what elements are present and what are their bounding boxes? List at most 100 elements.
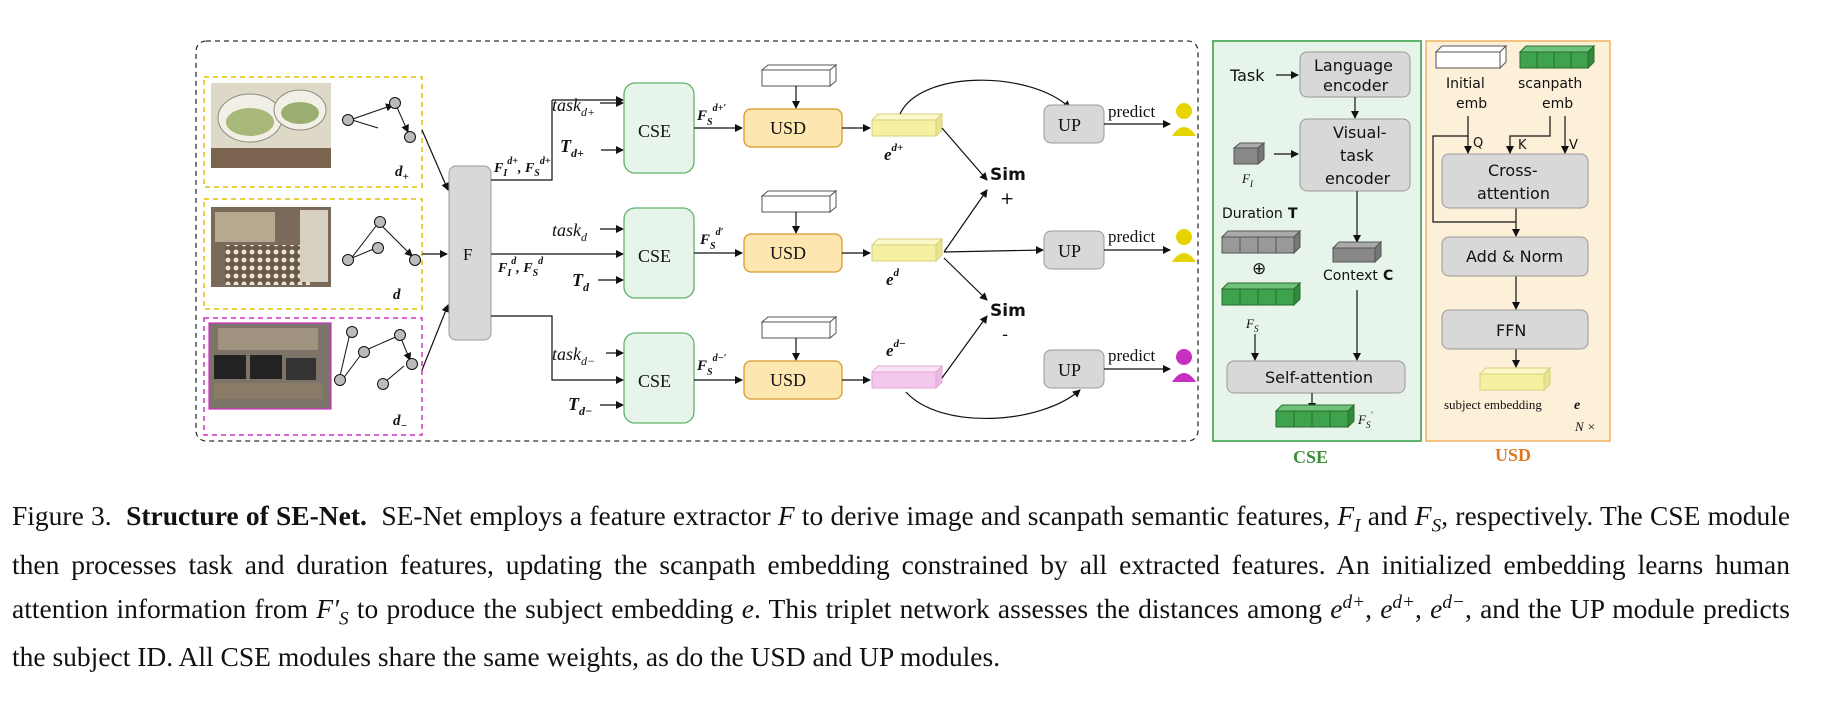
svg-text:UP: UP bbox=[1058, 115, 1081, 135]
caption-figure-number: Figure 3. bbox=[12, 500, 112, 531]
svg-text:Visual-: Visual- bbox=[1333, 123, 1387, 142]
svg-text:UP: UP bbox=[1058, 360, 1081, 380]
svg-text:C: C bbox=[1383, 268, 1393, 284]
label-d-plus: d+ bbox=[395, 164, 409, 183]
svg-text:K: K bbox=[1518, 138, 1527, 153]
svg-text:FFN: FFN bbox=[1496, 321, 1526, 340]
main-frame bbox=[195, 40, 1199, 442]
cse-module-row3: CSE bbox=[623, 332, 695, 424]
svg-text:scanpath: scanpath bbox=[1518, 76, 1582, 92]
svg-text:FI: FI bbox=[1241, 171, 1254, 189]
task-inputs: taskd+ Td+ taskd Td taskd− Td− bbox=[552, 95, 624, 418]
svg-text:FS′: FS′ bbox=[1357, 410, 1373, 430]
svg-text:USD: USD bbox=[770, 118, 806, 138]
usd-module-row3: USD bbox=[743, 315, 843, 400]
caption-title: Structure of SE-Net. bbox=[126, 500, 367, 531]
svg-text:USD: USD bbox=[770, 243, 806, 263]
label-d: d bbox=[393, 287, 401, 303]
triplet-negative: d− bbox=[203, 317, 423, 436]
self-attention bbox=[1226, 360, 1406, 394]
svg-text:ed−: ed− bbox=[886, 338, 906, 360]
svg-text:Task: Task bbox=[1229, 66, 1265, 85]
svg-text:Context: Context bbox=[1323, 268, 1378, 284]
svg-text:Td−: Td− bbox=[568, 394, 592, 418]
svg-text:task: task bbox=[1340, 146, 1374, 165]
svg-text:FSd−′: FSd−′ bbox=[696, 353, 727, 378]
embedding-e-anchor: ed bbox=[870, 237, 944, 289]
svg-text:+: + bbox=[1000, 189, 1014, 209]
svg-text:ed: ed bbox=[886, 267, 900, 289]
svg-text:Duration: Duration bbox=[1222, 206, 1283, 222]
svg-text:FSd+′: FSd+′ bbox=[696, 103, 726, 128]
add-norm bbox=[1441, 236, 1589, 277]
svg-text:CSE: CSE bbox=[638, 246, 671, 266]
embedding-e-minus: ed− bbox=[870, 338, 944, 390]
svg-text:taskd: taskd bbox=[552, 220, 588, 244]
feature-extractor-label: F bbox=[463, 245, 472, 264]
user-icon bbox=[1172, 229, 1196, 262]
svg-text:Td+: Td+ bbox=[560, 136, 584, 160]
svg-text:-: - bbox=[1002, 325, 1008, 345]
svg-text:T: T bbox=[1288, 206, 1298, 222]
up-module-row3: UP bbox=[1043, 349, 1105, 389]
figure-caption: Figure 3. Structure of SE-Net. SE-Net em… bbox=[12, 500, 1791, 673]
svg-text:FSd′: FSd′ bbox=[699, 227, 724, 252]
scanpath-graph bbox=[334, 326, 418, 390]
svg-text:ed+: ed+ bbox=[884, 142, 903, 164]
visual-task-encoder bbox=[1299, 118, 1411, 192]
fs-prime-cubes bbox=[1274, 403, 1356, 429]
svg-text:emb: emb bbox=[1542, 96, 1573, 112]
svg-text:FS: FS bbox=[1245, 316, 1259, 334]
feat-label-anchor: FId, FSd bbox=[497, 256, 544, 279]
svg-text:encoder: encoder bbox=[1325, 169, 1391, 188]
svg-text:Td: Td bbox=[572, 270, 590, 294]
svg-text:V: V bbox=[1569, 138, 1578, 153]
label-d-minus: d− bbox=[393, 413, 407, 432]
sim-minus: Sim bbox=[990, 301, 1026, 321]
sim-plus: Sim bbox=[990, 165, 1026, 185]
svg-text:CSE: CSE bbox=[638, 121, 671, 141]
usd-detail-panel: Initial emb scanpath emb Q K V Cross- at… bbox=[1425, 40, 1611, 442]
svg-text:emb: emb bbox=[1456, 96, 1487, 112]
svg-text:encoder: encoder bbox=[1323, 76, 1389, 95]
usd-module-row2: USD bbox=[743, 189, 843, 273]
cross-attention bbox=[1441, 153, 1589, 209]
cse-panel-title: CSE bbox=[1293, 447, 1328, 467]
svg-text:predict: predict bbox=[1108, 102, 1155, 121]
svg-text:taskd−: taskd− bbox=[552, 344, 595, 368]
cse-detail-panel: Task Language encoder Visual- task encod… bbox=[1212, 40, 1422, 442]
triplet-anchor: d bbox=[203, 198, 423, 310]
svg-text:predict: predict bbox=[1108, 346, 1155, 365]
usd-module-row1: USD bbox=[743, 63, 843, 148]
fs-prime-labels: FSd+′ FSd′ FSd−′ bbox=[694, 103, 743, 384]
feature-extractor-F bbox=[448, 165, 492, 341]
svg-text:Initial: Initial bbox=[1446, 76, 1485, 92]
svg-text:Cross-: Cross- bbox=[1488, 161, 1538, 180]
up-module-row1: UP bbox=[1043, 104, 1105, 144]
svg-text:N ×: N × bbox=[1574, 419, 1596, 434]
svg-text:Q: Q bbox=[1473, 136, 1483, 151]
svg-text:taskd+: taskd+ bbox=[552, 95, 595, 119]
usd-panel-title: USD bbox=[1495, 445, 1531, 465]
duration-cubes bbox=[1220, 229, 1302, 255]
svg-text:Language: Language bbox=[1314, 56, 1393, 75]
cse-module-row2: CSE bbox=[623, 207, 695, 299]
ffn bbox=[1441, 309, 1589, 350]
scanpath-graph bbox=[342, 216, 421, 266]
svg-text:Add & Norm: Add & Norm bbox=[1466, 247, 1563, 266]
svg-text:USD: USD bbox=[770, 370, 806, 390]
triplet-anchor-positive: d+ bbox=[203, 76, 423, 188]
svg-text:UP: UP bbox=[1058, 241, 1081, 261]
svg-text:attention: attention bbox=[1477, 184, 1550, 203]
svg-text:⊕: ⊕ bbox=[1252, 259, 1266, 278]
feat-label-plus: FId+, FSd+ bbox=[493, 156, 551, 179]
user-icon bbox=[1172, 349, 1196, 382]
cse-module-row1: CSE bbox=[623, 82, 695, 174]
svg-text:e: e bbox=[1574, 398, 1580, 413]
user-icon bbox=[1172, 103, 1196, 136]
scanpath-graph bbox=[342, 97, 416, 143]
up-module-row2: UP bbox=[1043, 230, 1105, 270]
scanpath-emb-cubes bbox=[1518, 44, 1596, 70]
svg-text:Self-attention: Self-attention bbox=[1265, 368, 1373, 387]
